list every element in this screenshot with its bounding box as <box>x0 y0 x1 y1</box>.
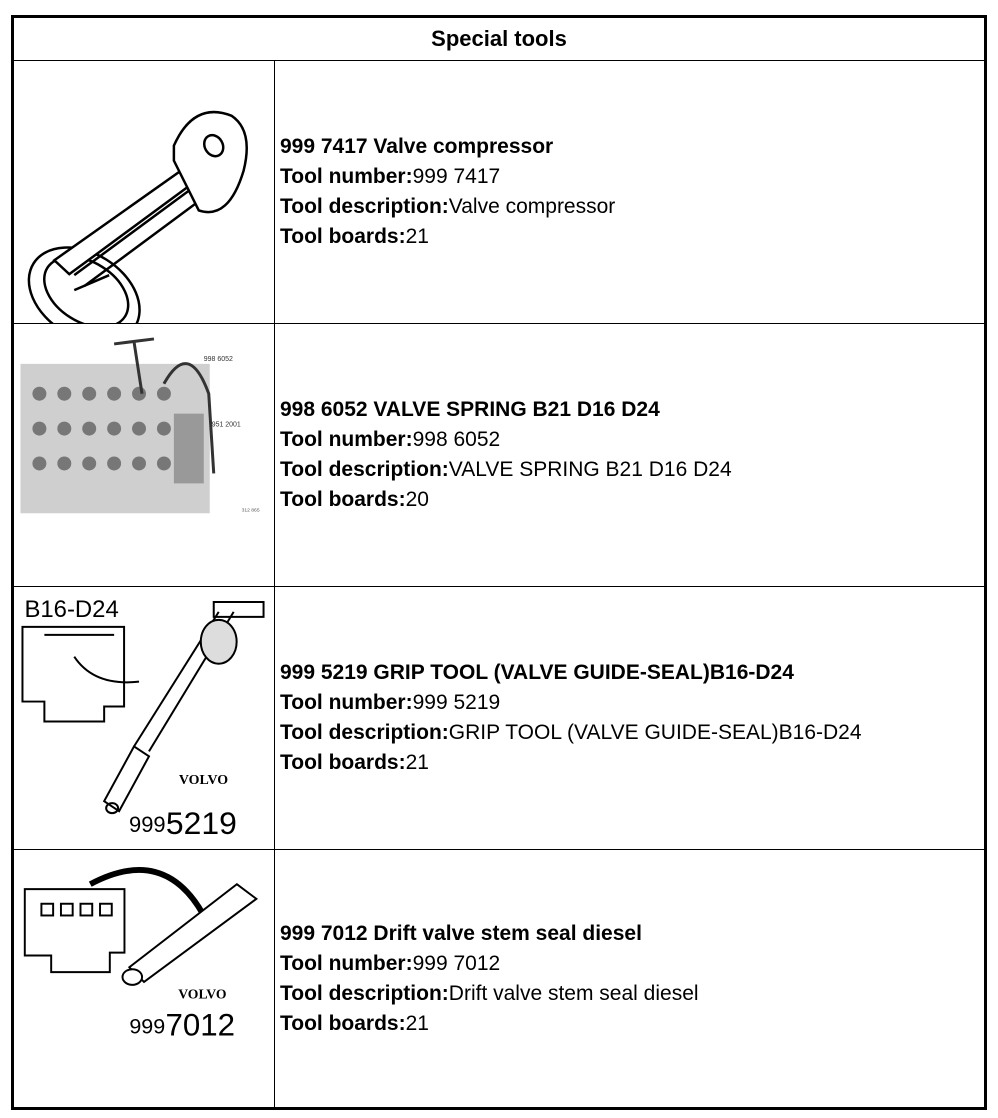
tool-description-line: Tool description:Drift valve stem seal d… <box>280 979 984 1009</box>
tool-image-cell: 998 6052 951 2001 312 865 <box>14 324 275 586</box>
tool-number-value: 999 7417 <box>412 165 501 188</box>
tool-boards-value: 21 <box>405 751 429 774</box>
valve-compressor-icon <box>27 110 248 323</box>
tool-description-label: Tool description: <box>280 458 449 481</box>
tool-description-label: Tool description: <box>280 195 449 218</box>
tool-title: 998 6052 VALVE SPRING B21 D16 D24 <box>280 398 660 421</box>
tool-number-label: Tool number: <box>280 428 413 451</box>
table-row: VOLVO 999 7012 999 7012 Drift valve stem… <box>14 850 984 1107</box>
tool-boards-value: 21 <box>405 225 429 248</box>
table-header: Special tools <box>14 18 984 61</box>
table-row: 998 6052 951 2001 312 865 998 6052 VALVE… <box>14 324 984 587</box>
tool-info: 999 7012 Drift valve stem seal diesel To… <box>275 850 984 1107</box>
photo-label-mid: 951 2001 <box>212 422 241 429</box>
tool-title: 999 5219 GRIP TOOL (VALVE GUIDE-SEAL)B16… <box>280 661 794 684</box>
tool-boards-line: Tool boards:20 <box>280 485 984 515</box>
tool-description-line: Tool description:VALVE SPRING B21 D16 D2… <box>280 455 984 485</box>
tool-image-cell <box>14 61 275 323</box>
tool-description-value: VALVE SPRING B21 D16 D24 <box>448 458 732 481</box>
tool-info: 998 6052 VALVE SPRING B21 D16 D24 Tool n… <box>275 324 984 586</box>
table-row: B16-D24 VOLVO 999 5219 999 5219 GRIP <box>14 587 984 850</box>
tool-code-prefix: 999 <box>129 812 166 837</box>
tool-title: 999 7012 Drift valve stem seal diesel <box>280 921 642 945</box>
tool-number-label: Tool number: <box>280 951 413 975</box>
tool-boards-value: 21 <box>405 1011 429 1035</box>
tool-description-label: Tool description: <box>280 721 449 744</box>
tool-boards-line: Tool boards:21 <box>280 1009 984 1039</box>
tool-number-line: Tool number:998 6052 <box>280 425 984 455</box>
tool-number-value: 999 7012 <box>412 951 501 975</box>
brand-label: VOLVO <box>179 773 228 788</box>
valve-spring-tool-photo: 998 6052 951 2001 312 865 <box>20 337 260 513</box>
tool-number-label: Tool number: <box>280 165 413 188</box>
engine-label: B16-D24 <box>24 596 118 623</box>
drift-tool-icon: VOLVO 999 7012 <box>23 867 259 1043</box>
tool-boards-line: Tool boards:21 <box>280 748 984 778</box>
tool-description-value: Drift valve stem seal diesel <box>448 981 699 1005</box>
tool-boards-label: Tool boards: <box>280 751 406 774</box>
tool-description-line: Tool description:Valve compressor <box>280 192 984 222</box>
tool-code-prefix: 999 <box>129 1015 165 1039</box>
photo-label-corner: 312 865 <box>242 507 260 513</box>
tool-code-suffix: 5219 <box>166 805 237 841</box>
tool-number-line: Tool number:999 7012 <box>280 949 984 979</box>
tool-title: 999 7417 Valve compressor <box>280 135 554 158</box>
tool-description-label: Tool description: <box>280 981 449 1005</box>
tool-boards-value: 20 <box>405 488 429 511</box>
tool-number-value: 998 6052 <box>412 428 501 451</box>
tool-image-cell: VOLVO 999 7012 <box>14 850 275 1107</box>
tool-boards-line: Tool boards:21 <box>280 222 984 252</box>
grip-tool-icon: B16-D24 VOLVO 999 5219 <box>21 596 265 841</box>
tool-image-cell: B16-D24 VOLVO 999 5219 <box>14 587 275 849</box>
tool-description-value: Valve compressor <box>448 195 616 218</box>
tool-number-line: Tool number:999 5219 <box>280 688 984 718</box>
tool-description-value: GRIP TOOL (VALVE GUIDE-SEAL)B16-D24 <box>448 721 862 744</box>
tool-info: 999 7417 Valve compressor Tool number:99… <box>275 61 984 323</box>
tool-number-label: Tool number: <box>280 691 413 714</box>
tool-boards-label: Tool boards: <box>280 488 406 511</box>
photo-label-top: 998 6052 <box>204 356 233 363</box>
table-row: 999 7417 Valve compressor Tool number:99… <box>14 61 984 324</box>
tool-number-value: 999 5219 <box>412 691 501 714</box>
tool-code-suffix: 7012 <box>166 1008 236 1043</box>
special-tools-table: Special tools 999 7417 Valve c <box>11 15 987 1110</box>
tool-description-line: Tool description:GRIP TOOL (VALVE GUIDE-… <box>280 718 984 748</box>
tool-boards-label: Tool boards: <box>280 225 406 248</box>
brand-label: VOLVO <box>178 987 226 1002</box>
tool-number-line: Tool number:999 7417 <box>280 162 984 192</box>
tool-info: 999 5219 GRIP TOOL (VALVE GUIDE-SEAL)B16… <box>275 587 984 849</box>
tool-boards-label: Tool boards: <box>280 1011 406 1035</box>
